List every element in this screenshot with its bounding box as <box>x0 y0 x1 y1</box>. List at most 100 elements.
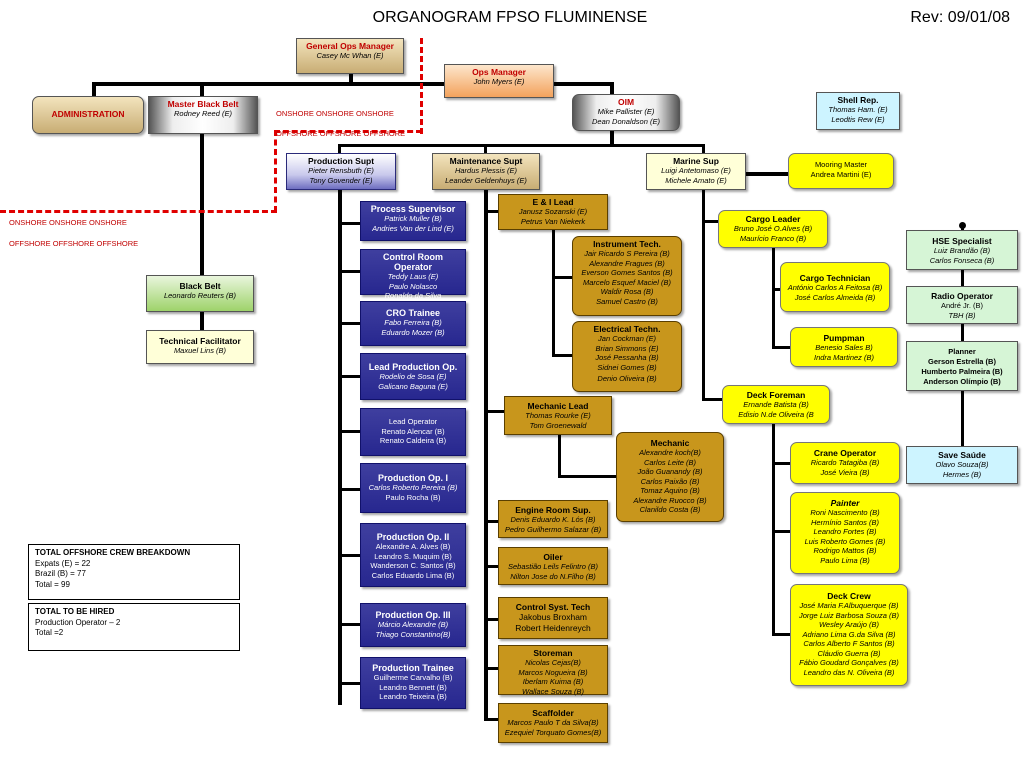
master-black-belt-box: Master Black Belt Rodney Reed (E) <box>148 96 258 134</box>
scaffolder-box: Scaffolder Marcos Paulo T da Silva(B) Ez… <box>498 703 608 743</box>
production-op-3-name-2: Thiago Constantino(B) <box>375 629 451 639</box>
production-supt-name-2: Tony Govender (E) <box>309 175 373 185</box>
marine-sup-title: Marine Sup <box>673 156 719 166</box>
shell-rep-box: Shell Rep. Thomas Ham. (E) Leodtis Rew (… <box>816 92 900 130</box>
onshore-label-top: ONSHORE ONSHORE ONSHORE <box>276 109 394 118</box>
electrical-techn-name-4: Sidnei Gomes (B) <box>597 362 657 372</box>
instrument-tech-name-2: Alexandre Fragues (B) <box>589 258 665 268</box>
production-op-2-name-2: Leandro S. Muquim (B) <box>374 551 452 561</box>
process-supervisor-box: Process Supervisor Patrick Muller (B) An… <box>360 201 466 241</box>
mechanic-box: Mechanic Alexandre koch(B) Carlos Leite … <box>616 432 724 522</box>
electrical-techn-name-3: José Pessanha (B) <box>595 353 659 362</box>
crew-brazil: Brazil (B) = 77 <box>35 569 86 578</box>
storeman-title: Storeman <box>533 648 573 658</box>
mechanic-title: Mechanic <box>650 438 690 448</box>
mechanic-name-6: Alexandre Ruocco (B) <box>633 495 707 505</box>
instrument-tech-title: Instrument Tech. <box>593 239 661 249</box>
oim-name-1: Mike Pallister (E) <box>597 107 655 116</box>
painter-box: Painter Roni Nascimento (B) Hermínio San… <box>790 492 900 574</box>
offshore-label-top: OFFSHORE OFFSHORE OFFSHORE <box>276 129 406 138</box>
oiler-name-2: Nilton Jose do N.Filho (B) <box>510 571 596 581</box>
production-trainee-name-3: Leandro Teixeira (B) <box>379 692 447 701</box>
shell-rep-name-2: Leodtis Rew (E) <box>831 114 885 124</box>
engine-room-sup-box: Engine Room Sup. Denis Eduardo K. Lós (B… <box>498 500 608 538</box>
maintenance-supt-title: Maintenance Supt <box>449 156 523 166</box>
instrument-tech-name-4: Marcelo Esquef Maciel (B) <box>583 277 671 287</box>
storeman-name-2: Marcos Nogueira (B) <box>518 667 588 677</box>
deck-crew-name-6: Cláudio Guerra (B) <box>817 648 881 658</box>
process-supervisor-name-1: Patrick Muller (B) <box>384 214 442 223</box>
crew-breakdown-panel: TOTAL OFFSHORE CREW BREAKDOWN Expats (E)… <box>28 544 240 600</box>
save-saude-name-2: Hermes (B) <box>942 469 982 479</box>
crane-operator-box: Crane Operator Ricardo Tatagiba (B) José… <box>790 442 900 484</box>
engine-room-sup-name-2: Pedro Guilhermo Salazar (B) <box>504 524 602 534</box>
master-black-belt-name: Rodney Reed (E) <box>174 109 232 118</box>
production-op-1-box: Production Op. I Carlos Roberto Pereira … <box>360 463 466 513</box>
instrument-tech-name-1: Jair Ricardo S Pereira (B) <box>584 249 670 258</box>
deck-crew-name-4: Adriano Lima G.da Silva (B) <box>802 629 896 639</box>
production-op-2-name-4: Carlos Eduardo Lima (B) <box>371 570 455 580</box>
painter-name-5: Rodrigo Mattos (B) <box>813 546 877 555</box>
general-ops-manager-box: General Ops Manager Casey Mc Whan (E) <box>296 38 404 74</box>
oim-name-2: Dean Donaldson (E) <box>592 116 660 126</box>
control-room-operator-title: Control Room Operator <box>383 252 443 272</box>
cargo-technician-name-1: António Carlos A Feitosa (B) <box>787 283 883 292</box>
pumpman-box: Pumpman Benesio Sales B) Indra Martinez … <box>790 327 898 367</box>
marine-sup-name-1: Luigi Antetomaso (E) <box>661 166 731 175</box>
planner-box: Planner Gerson Estrella (B) Humberto Pal… <box>906 341 1018 391</box>
e-i-lead-box: E & I Lead Janusz Sozanski (E) Petrus Va… <box>498 194 608 230</box>
save-saude-name-1: Olavo Souza(B) <box>935 460 989 469</box>
deck-foreman-name-2: Edisio N.de Oliveira (B <box>738 409 814 419</box>
production-op-2-box: Production Op. II Alexandre A. Alves (B)… <box>360 523 466 587</box>
production-supt-name-1: Pieter Rensbuth (E) <box>308 166 374 175</box>
electrical-techn-name-5: Denio Oliveira (B) <box>597 374 657 383</box>
production-op-2-name-1: Alexandre A. Alves (B) <box>375 542 451 551</box>
lead-operator-title: Lead Operator <box>388 417 438 426</box>
mechanic-name-4: Carlos Paixão (B) <box>640 476 700 486</box>
hse-specialist-name-2: Carlos Fonseca (B) <box>929 255 995 265</box>
production-trainee-title: Production Trainee <box>372 663 454 673</box>
crew-expats: Expats (E) = 22 <box>35 558 91 568</box>
oiler-title: Oiler <box>543 552 563 562</box>
technical-facilitator-name: Maxuel Lins (B) <box>173 346 227 355</box>
mechanic-lead-box: Mechanic Lead Thomas Rourke (E) Tom Groe… <box>504 396 612 435</box>
cro-trainee-name-1: Fabo Ferreira (B) <box>384 318 442 327</box>
deck-foreman-title: Deck Foreman <box>746 390 806 400</box>
deck-foreman-name-1: Ernande Batista (B) <box>743 400 809 409</box>
control-syst-tech-box: Control Syst. Tech Jakobus Broxham Rober… <box>498 597 608 639</box>
electrical-techn-box: Electrical Techn. Jan Cockman (E) Brian … <box>572 321 682 392</box>
lead-production-op-title: Lead Production Op. <box>368 362 458 372</box>
general-ops-manager-name: Casey Mc Whan (E) <box>316 51 384 60</box>
deck-crew-name-1: José Maria F.Albuquerque (B) <box>799 601 899 610</box>
production-op-1-title: Production Op. I <box>378 473 448 483</box>
deck-crew-title: Deck Crew <box>827 591 871 601</box>
e-i-lead-name-1: Janusz Sozanski (E) <box>518 207 588 216</box>
e-i-lead-name-2: Petrus Van Niekerk <box>520 216 586 226</box>
save-saude-box: Save Saúde Olavo Souza(B) Hermes (B) <box>906 446 1018 484</box>
lead-production-op-name-1: Rodelio de Sosa (E) <box>379 372 447 381</box>
master-black-belt-title: Master Black Belt <box>167 99 239 109</box>
control-syst-tech-title: Control Syst. Tech <box>515 602 591 612</box>
cro-trainee-name-2: Eduardo Mozer (B) <box>381 327 445 337</box>
technical-facilitator-title: Technical Facilitator <box>159 336 241 346</box>
mechanic-name-1: Alexandre koch(B) <box>639 448 701 457</box>
scaffolder-title: Scaffolder <box>532 708 574 718</box>
deck-crew-box: Deck Crew José Maria F.Albuquerque (B) J… <box>790 584 908 686</box>
production-op-3-name-1: Márcio Alexandre (B) <box>377 620 449 629</box>
to-be-hired-panel: TOTAL TO BE HIRED Production Operator – … <box>28 603 240 651</box>
painter-name-2: Hermínio Santos (B) <box>811 517 879 527</box>
radio-operator-name-2: TBH (B) <box>948 310 976 320</box>
painter-name-3: Leandro Fortes (B) <box>813 527 877 536</box>
lead-operator-box: Lead Operator Renato Alencar (B) Renato … <box>360 408 466 456</box>
administration-title: ADMINISTRATION <box>51 109 125 119</box>
production-supt-title: Production Supt <box>307 156 375 166</box>
mechanic-name-7: Clanildo Costa (B) <box>639 505 701 514</box>
oiler-name-1: Sebastião Leils Felintro (B) <box>507 562 599 571</box>
to-be-hired-line-1: Production Operator – 2 <box>35 617 121 627</box>
production-op-3-box: Production Op. III Márcio Alexandre (B) … <box>360 603 466 647</box>
mooring-master-name: Andrea Martini (E) <box>810 169 872 179</box>
storeman-name-1: Nicolas Cejas(B) <box>525 658 581 667</box>
painter-name-1: Roni Nascimento (B) <box>810 508 880 517</box>
deck-crew-name-8: Leandro das N. Oliveira (B) <box>803 667 895 677</box>
production-op-1-name-2: Paulo Rocha (B) <box>385 492 441 502</box>
